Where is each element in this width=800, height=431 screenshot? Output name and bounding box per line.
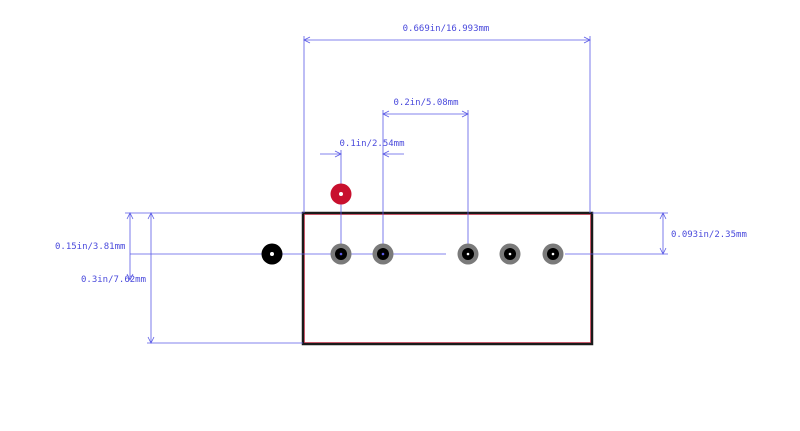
body-height-label: 0.3in/7.62mm (81, 275, 146, 285)
overall-width-arrow-right (583, 36, 591, 44)
edge-offset-label: 0.093in/2.35mm (671, 230, 747, 240)
pin-span-arrow-right (461, 110, 469, 118)
pin-pitch-arrow-left (334, 150, 342, 158)
pin-span-label: 0.2in/5.08mm (393, 98, 458, 108)
pin-pitch-label: 0.1in/2.54mm (339, 139, 404, 149)
row-offset-arrow-bottom (126, 273, 134, 281)
edge-offset-arrow-top (659, 212, 667, 220)
row-offset-arrow-top (126, 212, 134, 220)
component-body-outline (301, 211, 594, 346)
body-height-arrow-top (147, 212, 155, 220)
overall-width-label: 0.669in/16.993mm (403, 24, 490, 34)
component-body-inner-outline (304, 214, 591, 343)
pin-pad (499, 243, 521, 265)
pin1-marker-hole (339, 192, 343, 196)
pin-pad (542, 243, 564, 265)
pin-span-arrow-left (382, 110, 390, 118)
body-height-arrow-bottom (147, 336, 155, 344)
pin-pitch-arrow-right (382, 150, 390, 158)
edge-offset-arrow-bottom (659, 247, 667, 255)
row-offset-label: 0.15in/3.81mm (55, 242, 125, 252)
mounting-pad-hole (270, 252, 274, 256)
pin-pad (372, 243, 394, 265)
overall-width-arrow-left (303, 36, 311, 44)
pin-pad (457, 243, 479, 265)
pin-pad (330, 243, 352, 265)
